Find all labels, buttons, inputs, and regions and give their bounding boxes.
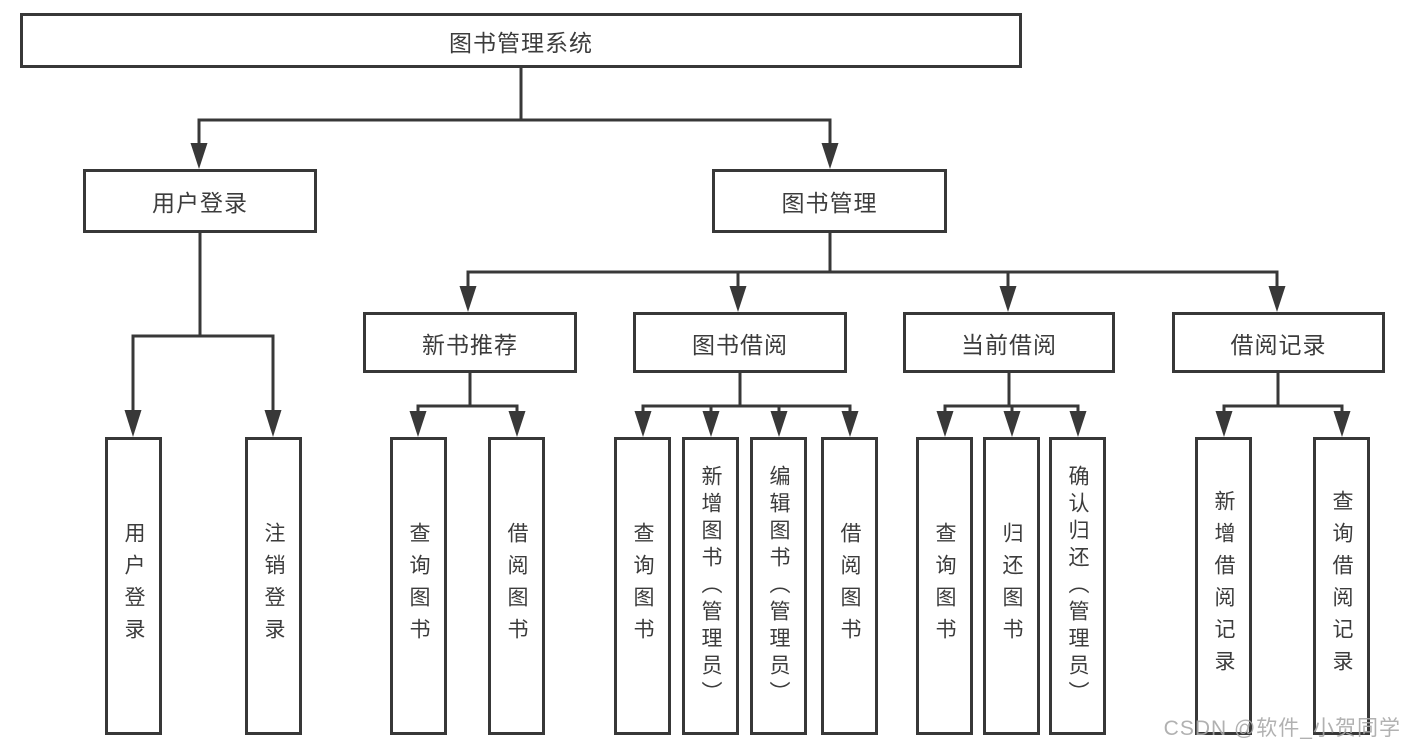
node-label: 新增图书（管理员） <box>699 464 722 708</box>
node-label: 查询图书 <box>631 522 654 650</box>
node-label: 当前借阅 <box>961 331 1057 358</box>
node-label: 借阅图书 <box>838 522 861 650</box>
csdn-watermark: CSDN @软件_小贺同学 <box>1163 717 1401 740</box>
node-borrowing-records: 借阅记录 <box>1172 312 1385 373</box>
node-label: 用户登录 <box>152 190 248 216</box>
node-label: 确认归还（管理员） <box>1066 464 1089 708</box>
node-label: 新书推荐 <box>422 331 518 358</box>
node-label: 查询图书 <box>933 522 956 650</box>
node-label: 借阅记录 <box>1230 331 1327 358</box>
node-book-management: 图书管理 <box>712 169 947 233</box>
leaf-borrow-add-books-admin: 新增图书（管理员） <box>682 437 739 735</box>
node-label: 归还图书 <box>1000 522 1023 650</box>
leaf-borrow-query-books: 查询图书 <box>614 437 671 735</box>
leaf-borrow-borrow-books: 借阅图书 <box>821 437 878 735</box>
leaf-current-query-books: 查询图书 <box>916 437 973 735</box>
leaf-records-query-borrow-record: 查询借阅记录 <box>1313 437 1370 735</box>
leaf-user-login: 用户登录 <box>105 437 162 735</box>
node-current-borrowing: 当前借阅 <box>903 312 1115 373</box>
node-library-management-system: 图书管理系统 <box>20 13 1022 68</box>
node-new-book-recommendation: 新书推荐 <box>363 312 577 373</box>
leaf-borrow-edit-books-admin: 编辑图书（管理员） <box>750 437 807 735</box>
node-label: 图书管理 <box>781 190 878 216</box>
leaf-recommend-query-books: 查询图书 <box>390 437 447 735</box>
node-label: 编辑图书（管理员） <box>767 464 790 708</box>
node-label: 图书借阅 <box>692 331 788 358</box>
leaf-recommend-borrow-books: 借阅图书 <box>488 437 545 735</box>
node-label: 借阅图书 <box>505 522 528 650</box>
arrowhead-icons <box>124 143 1351 437</box>
node-label: 注销登录 <box>262 522 285 650</box>
node-user-login: 用户登录 <box>83 169 317 233</box>
node-book-borrowing: 图书借阅 <box>633 312 847 373</box>
leaf-records-add-borrow-record: 新增借阅记录 <box>1195 437 1252 735</box>
node-label: 新增借阅记录 <box>1212 490 1235 682</box>
node-label: 图书管理系统 <box>449 29 593 56</box>
leaf-current-confirm-return-admin: 确认归还（管理员） <box>1049 437 1106 735</box>
leaf-current-return-books: 归还图书 <box>983 437 1040 735</box>
connector-paths <box>131 68 1344 414</box>
node-label: 查询图书 <box>407 522 430 650</box>
node-label: 用户登录 <box>122 522 145 650</box>
leaf-logout: 注销登录 <box>245 437 302 735</box>
node-label: 查询借阅记录 <box>1330 490 1353 682</box>
